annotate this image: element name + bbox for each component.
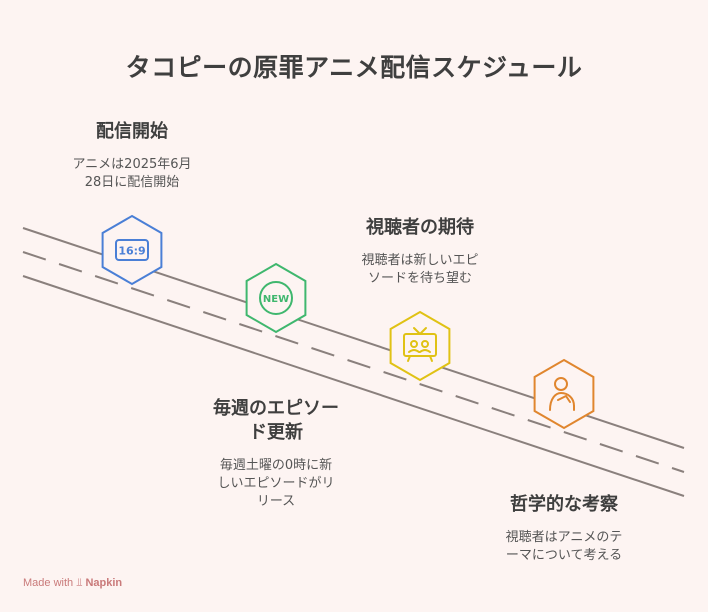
milestone-3-desc: 視聴者は新しいエピ ソードを待ち望む [330, 252, 510, 288]
milestone-2-heading-line-2: ド更新 [249, 422, 303, 443]
milestone-hexagon-2: NEW [245, 262, 307, 334]
milestone-1-desc-line-2: 28日に配信開始 [84, 175, 180, 190]
milestone-2-heading: 毎週のエピソー ド更新 [186, 397, 366, 445]
milestone-1-heading: 配信開始 [96, 121, 168, 142]
road-center-dashes [22, 251, 685, 473]
road-edge-bottom [22, 275, 685, 497]
milestone-2-desc: 毎週土曜の0時に新 しいエピソードがリ リース [186, 457, 366, 511]
milestone-2-heading-line-1: 毎週のエピソー [213, 398, 339, 419]
milestone-hexagon-4 [533, 358, 595, 430]
milestone-hexagon-1: 16:9 [101, 214, 163, 286]
new-badge-icon: NEW [259, 281, 293, 315]
page-title: タコピーの原罪アニメ配信スケジュール [125, 53, 583, 82]
milestone-1-desc: アニメは2025年6月 28日に配信開始 [42, 156, 222, 192]
milestone-1-desc-line-1: アニメは2025年6月 [72, 157, 192, 172]
milestone-3-block: 視聴者の期待 視聴者は新しいエピ ソードを待ち望む [330, 216, 510, 288]
milestone-2-desc-line-1: 毎週土曜の0時に新 [219, 458, 333, 473]
napkin-brand: Napkin [85, 577, 123, 589]
milestone-4-desc-line-1: 視聴者はアニメのテ [505, 530, 623, 545]
milestone-1-block: 配信開始 アニメは2025年6月 28日に配信開始 [42, 120, 222, 192]
napkin-logo-icon: ⫫ [76, 577, 83, 589]
milestone-2-desc-line-3: リース [256, 494, 296, 509]
made-with-napkin-footer[interactable]: Made with ⫫ Napkin [23, 577, 122, 590]
aspect-ratio-16-9-icon: 16:9 [115, 239, 149, 261]
milestone-3-heading: 視聴者の期待 [366, 217, 474, 238]
television-icon [403, 327, 437, 362]
milestone-4-block: 哲学的な考察 視聴者はアニメのテ ーマについて考える [474, 493, 654, 565]
milestone-3-desc-line-2: ソードを待ち望む [367, 271, 472, 286]
milestone-2-desc-line-2: しいエピソードがリ [217, 476, 335, 491]
milestone-4-heading: 哲学的な考察 [510, 494, 618, 515]
aspect-ratio-label: 16:9 [118, 245, 145, 258]
milestone-hexagon-3 [389, 310, 451, 382]
milestone-4-desc-line-2: ーマについて考える [505, 548, 623, 563]
made-with-label: Made with [23, 577, 74, 589]
milestone-4-desc: 視聴者はアニメのテ ーマについて考える [474, 529, 654, 565]
thinking-person-icon [549, 377, 575, 411]
milestone-2-block: 毎週のエピソー ド更新 毎週土曜の0時に新 しいエピソードがリ リース [186, 397, 366, 511]
new-badge-label: NEW [263, 294, 289, 305]
milestone-3-desc-line-1: 視聴者は新しいエピ [361, 253, 479, 268]
